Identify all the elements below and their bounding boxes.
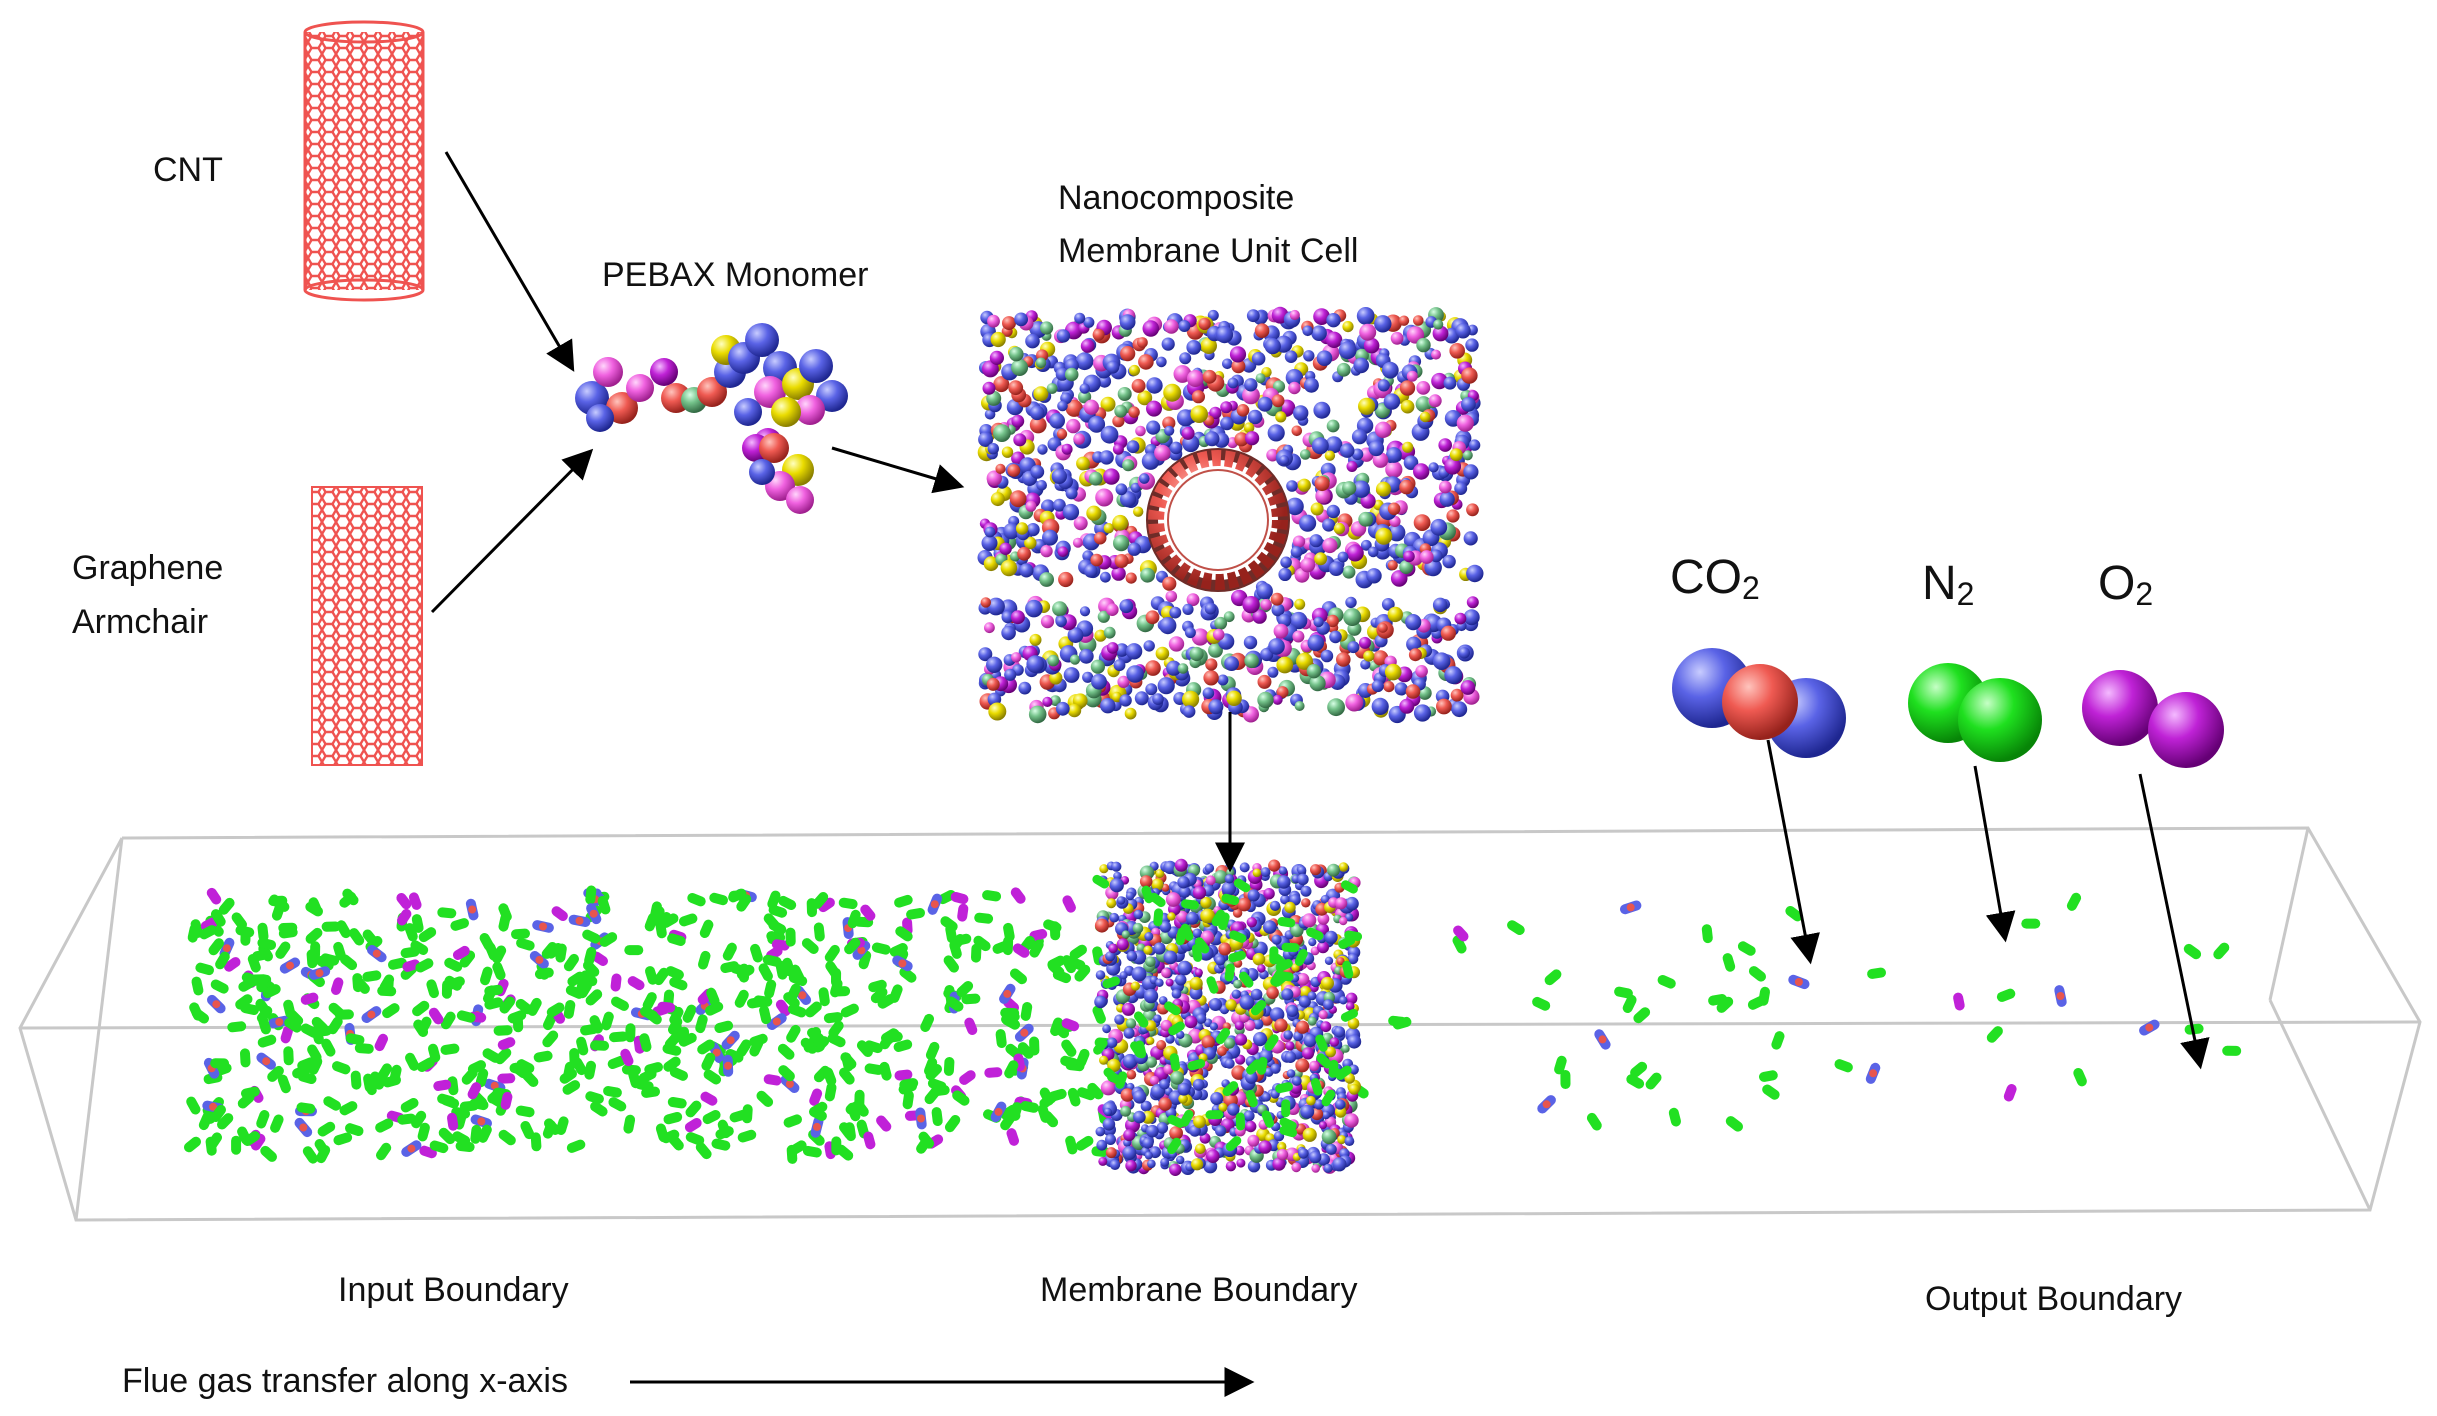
output-boundary-label: Output Boundary [1925, 1280, 2183, 1318]
unit-cell-nanotube-ring [1146, 448, 1290, 592]
arrow-n2-to-box [1973, 765, 2016, 943]
arrow-graphene-to-pebax [430, 448, 594, 614]
graphene-label-line2: Armchair [72, 603, 209, 641]
unit-cell-label-line1: Nanocomposite [1058, 179, 1295, 217]
arrows [430, 151, 2210, 1397]
cnt-label: CNT [153, 151, 223, 189]
membrane-boundary-label: Membrane Boundary [1040, 1271, 1358, 1309]
o2-molecule-model [2082, 670, 2224, 768]
arrow-co2-to-box [1766, 739, 1820, 965]
membrane-slab [1092, 858, 1363, 1177]
n2-molecule-model [1908, 663, 2042, 762]
input-boundary-label: Input Boundary [338, 1271, 569, 1309]
arrow-cnt-to-pebax [444, 151, 575, 372]
arrow-pebax-to-unit-cell [831, 446, 965, 494]
arrow-o2-to-box [2138, 773, 2210, 1070]
co2-label: CO2 [1670, 551, 1760, 606]
pebax-monomer-model [575, 323, 848, 514]
o2-label: O2 [2098, 557, 2154, 612]
graphene-label-line1: Graphene [72, 549, 224, 587]
membrane-unit-cell-model [977, 306, 1484, 724]
flue-gas-label: Flue gas transfer along x-axis [122, 1362, 568, 1400]
pebax-label: PEBAX Monomer [602, 256, 869, 294]
n2-label: N2 [1922, 557, 1975, 612]
graphene-structure [311, 486, 423, 766]
unit-cell-label-line2: Membrane Unit Cell [1058, 232, 1359, 270]
cnt-structure [303, 20, 425, 302]
co2-molecule-model [1672, 648, 1846, 758]
gas-molecules [184, 885, 2242, 1164]
